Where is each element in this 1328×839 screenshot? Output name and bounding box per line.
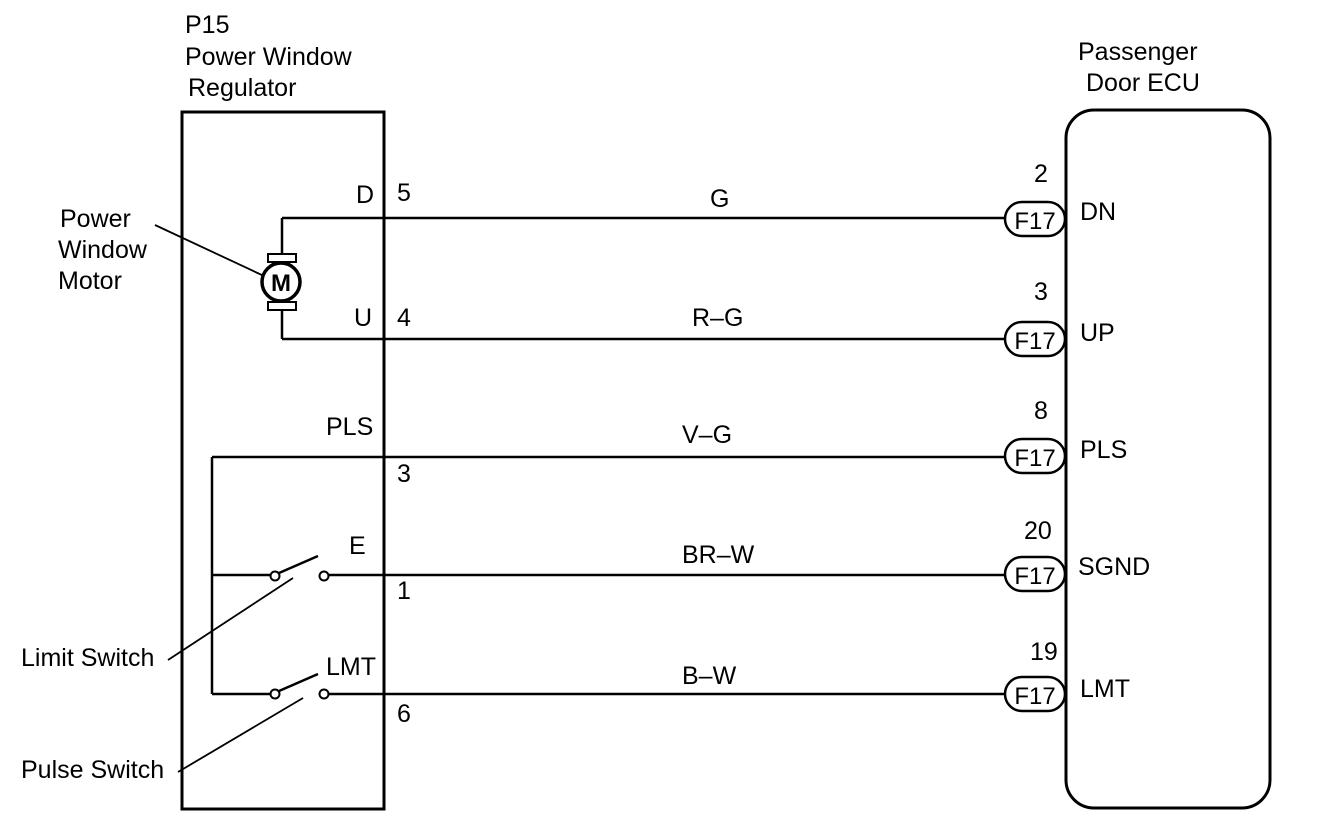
ecu-connector-up: 3 F17 UP	[1003, 278, 1115, 358]
regulator-terminal-d-letter: D	[356, 181, 374, 209]
connector-label: F17	[1014, 445, 1055, 472]
regulator-component: P15 Power Window Regulator	[180, 11, 386, 811]
ecu-name-line1: Passenger	[1078, 38, 1198, 66]
limit-switch-contact-left	[269, 570, 281, 582]
ecu-connector-lmt: 19 F17 LMT	[1003, 638, 1130, 713]
regulator-terminal-lmt-letter: LMT	[326, 653, 376, 681]
ecu-pin-20: 20	[1024, 517, 1052, 545]
ecu-pin-8: 8	[1034, 397, 1048, 425]
ecu-terminal-dn: DN	[1080, 198, 1116, 226]
regulator-terminal-lmt-pin: 6	[397, 700, 411, 728]
regulator-terminal-pls-pin: 3	[397, 460, 411, 488]
regulator-terminal-u-pin: 4	[397, 304, 411, 332]
regulator-terminal-d-pin: 5	[397, 179, 411, 207]
ecu-terminal-pls: PLS	[1080, 436, 1127, 464]
ecu-name-line2: Door ECU	[1086, 69, 1200, 97]
pulse-switch-blade	[278, 672, 319, 693]
ecu-terminal-lmt: LMT	[1080, 675, 1130, 703]
connector-badge	[1003, 200, 1067, 238]
wire-lmt-color: B–W	[682, 662, 737, 690]
ecu-pin-3: 3	[1034, 278, 1048, 306]
ecu-pin-2: 2	[1034, 160, 1048, 188]
motor-brush-bottom	[267, 301, 297, 311]
limit-switch-leader-line	[167, 577, 294, 661]
motor-label-line2: Window	[58, 236, 148, 264]
limit-switch-contact-right	[318, 570, 330, 582]
limit-switch-blade	[278, 554, 319, 575]
wire-up-color: R–G	[692, 304, 743, 332]
motor-brush-top	[267, 253, 297, 263]
ecu-connector-sgnd: 20 F17 SGND	[1003, 517, 1150, 593]
motor-icon	[260, 261, 302, 303]
ecu-pin-19: 19	[1030, 638, 1058, 666]
connector-badge	[1003, 437, 1067, 475]
regulator-terminal-e-letter: E	[349, 532, 366, 560]
regulator-box	[180, 110, 386, 811]
power-window-motor: M Power Window Motor	[58, 205, 302, 339]
ecu-connector-dn: 2 F17 DN	[1003, 160, 1116, 238]
limit-switch-label: Limit Switch	[21, 644, 154, 672]
connector-badge	[1003, 320, 1067, 358]
regulator-name-line1: Power Window	[185, 43, 353, 71]
wire-lmt: LMT 6 B–W Pulse Switch	[21, 653, 1005, 784]
wire-sgnd-color: BR–W	[682, 541, 755, 569]
pulse-switch-label: Pulse Switch	[21, 756, 164, 784]
ecu-terminal-sgnd: SGND	[1078, 553, 1150, 581]
connector-label: F17	[1014, 683, 1055, 710]
wire-dn: D 5 G	[282, 179, 1005, 220]
wire-pls-color: V–G	[682, 421, 732, 449]
wire-dn-color: G	[710, 185, 729, 213]
regulator-terminal-e-pin: 1	[397, 577, 411, 605]
wire-up: U 4 R–G	[282, 304, 1005, 341]
ecu-connector-pls: 8 F17 PLS	[1003, 397, 1127, 475]
motor-symbol: M	[271, 270, 291, 297]
motor-label-line1: Power	[60, 205, 131, 233]
regulator-code: P15	[185, 11, 229, 39]
pulse-switch-contact-left	[269, 688, 281, 700]
wire-pls: PLS 3 V–G	[210, 413, 1005, 694]
regulator-name-line2: Regulator	[188, 74, 296, 102]
regulator-terminal-u-letter: U	[354, 304, 372, 332]
connector-badge	[1003, 675, 1067, 713]
connector-label: F17	[1014, 328, 1055, 355]
wire-sgnd: E 1 BR–W Limit Switch	[21, 532, 1005, 672]
connector-badge	[1003, 555, 1067, 593]
connector-label: F17	[1014, 563, 1055, 590]
pulse-switch-contact-right	[318, 688, 330, 700]
connector-label: F17	[1014, 208, 1055, 235]
regulator-terminal-pls-letter: PLS	[326, 413, 373, 441]
motor-label-line3: Motor	[58, 267, 122, 295]
motor-leader-line	[154, 224, 265, 277]
pulse-switch-leader-line	[177, 697, 304, 773]
ecu-terminal-up: UP	[1080, 319, 1115, 347]
